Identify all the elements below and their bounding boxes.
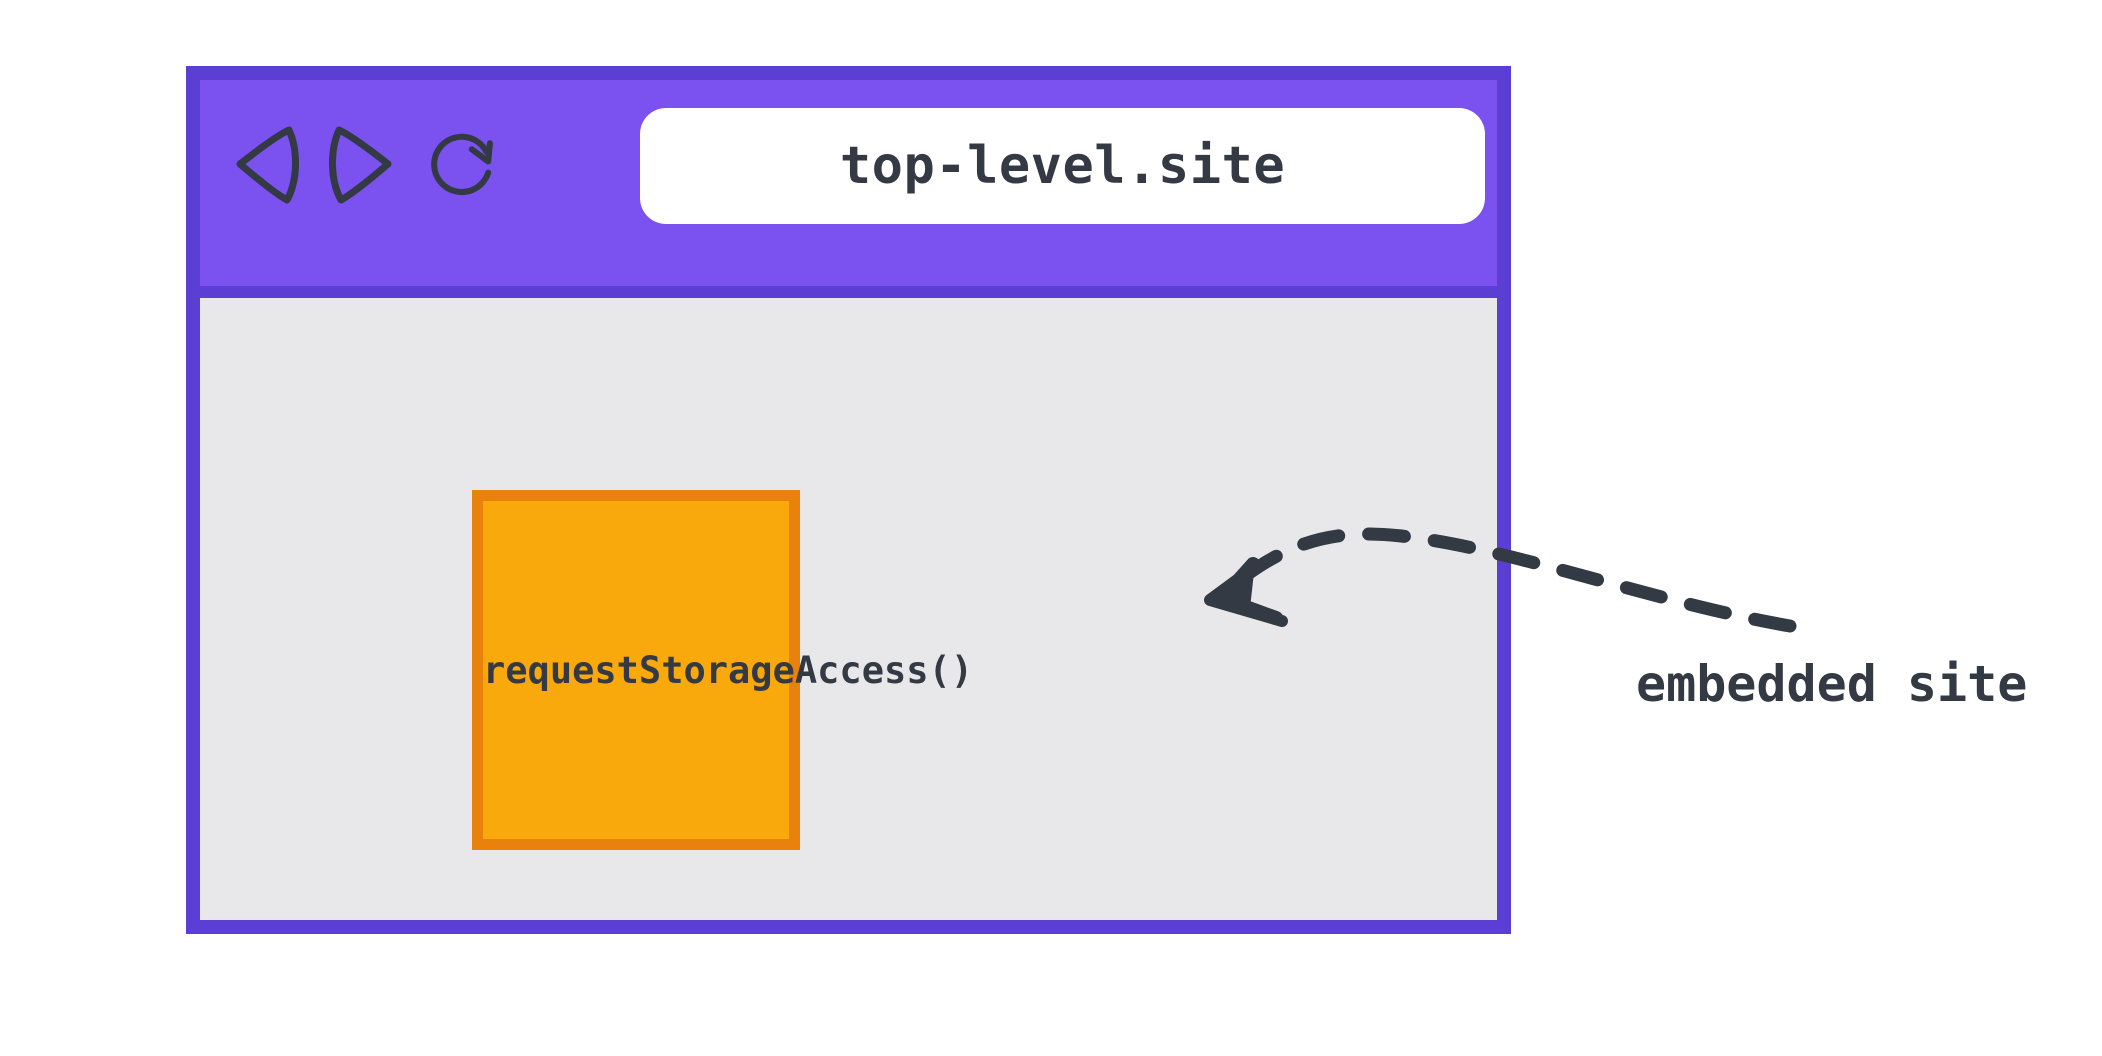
browser-window: top-level.site requestStorageAccess(): [186, 66, 1511, 934]
url-bar[interactable]: top-level.site: [640, 108, 1485, 224]
browser-toolbar: top-level.site: [200, 80, 1497, 298]
embedded-iframe[interactable]: requestStorageAccess(): [472, 490, 974, 850]
navigation-controls: [226, 120, 502, 208]
forward-icon[interactable]: [326, 120, 402, 208]
back-icon[interactable]: [226, 120, 302, 208]
page-viewport: requestStorageAccess(): [200, 298, 1497, 920]
request-storage-access-label: requestStorageAccess(): [483, 649, 974, 692]
embedded-site-label: embedded site: [1636, 655, 2028, 713]
reload-icon[interactable]: [426, 120, 502, 208]
url-input[interactable]: top-level.site: [839, 136, 1286, 196]
